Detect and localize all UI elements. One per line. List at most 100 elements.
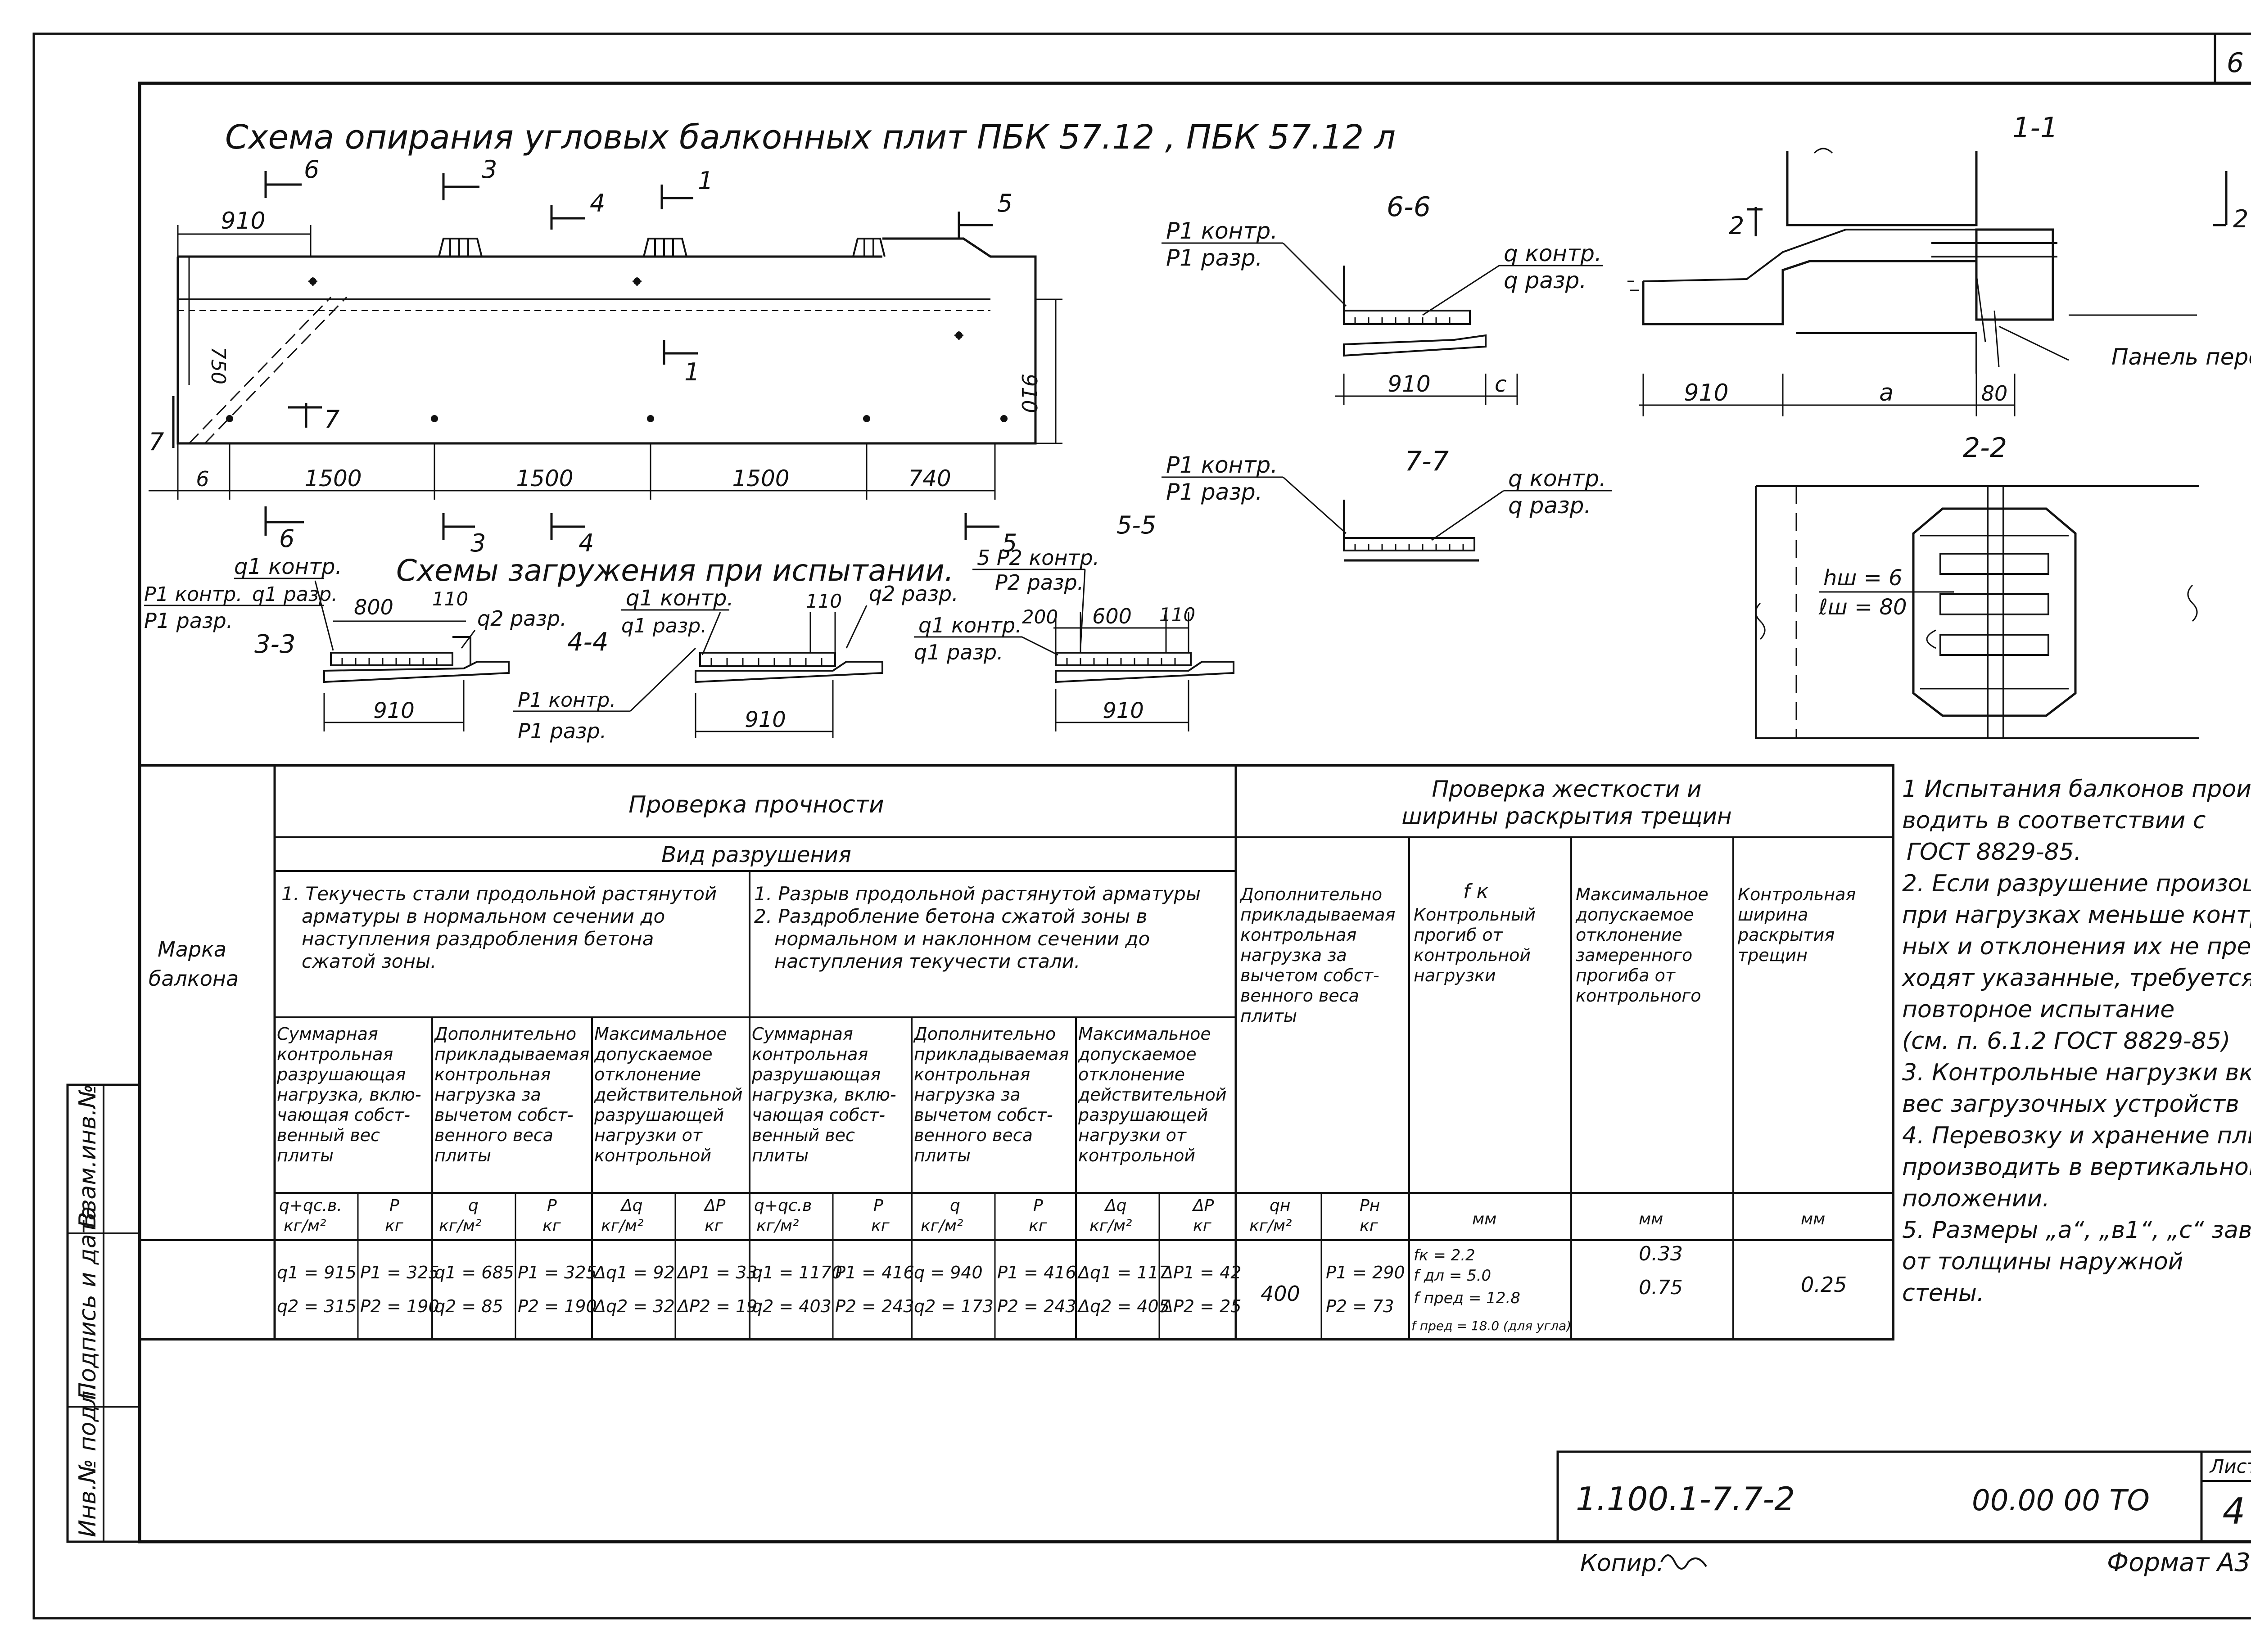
svg-text:4. Перевозку и хранение плит: 4. Перевозку и хранение плит xyxy=(1902,1122,2251,1149)
svg-text:(см. п. 6.1.2 ГОСТ 8829-85): (см. п. 6.1.2 ГОСТ 8829-85) xyxy=(1902,1028,2230,1055)
col-marka-1: Марка xyxy=(158,937,226,961)
svg-text:Дополнительно: Дополнительно xyxy=(913,1024,1056,1044)
mark-4a: 4 xyxy=(590,189,605,217)
svg-text:разрушающая: разрушающая xyxy=(751,1065,881,1084)
svg-text:кг: кг xyxy=(385,1217,404,1235)
svg-text:5 Р2 контр.: 5 Р2 контр. xyxy=(977,546,1099,570)
col-marka-2: балкона xyxy=(149,966,239,991)
svg-text:Р1 контр.: Р1 контр. xyxy=(1166,218,1278,244)
svg-text:нагрузка за: нагрузка за xyxy=(914,1085,1021,1105)
svg-text:кг/м²: кг/м² xyxy=(439,1217,481,1235)
mark-1a: 1 xyxy=(698,167,713,195)
svg-text:hш = 6: hш = 6 xyxy=(1823,565,1903,591)
svg-text:прикладываемая: прикладываемая xyxy=(914,1044,1069,1064)
svg-text:производить в вертикальном: производить в вертикальном xyxy=(1902,1154,2251,1181)
svg-text:положении.: положении. xyxy=(1902,1185,2050,1212)
outer-frame xyxy=(32,32,2251,1620)
svg-text:1-1: 1-1 xyxy=(2012,111,2058,144)
svg-text:q1 = 1170: q1 = 1170 xyxy=(752,1263,842,1282)
svg-text:трещин: трещин xyxy=(1738,945,1808,965)
section-3-3: q1 контр. Р1 контр. q1 разр. Р1 разр. 3-… xyxy=(144,554,567,731)
svg-text:ΔP: ΔP xyxy=(703,1196,726,1215)
svg-text:q1 контр.: q1 контр. xyxy=(626,586,734,611)
svg-text:Р1 разр.: Р1 разр. xyxy=(144,609,233,633)
svg-text:f к: f к xyxy=(1463,880,1488,903)
svg-text:разрушающая: разрушающая xyxy=(276,1065,406,1084)
svg-text:fк = 2.2: fк = 2.2 xyxy=(1414,1246,1475,1264)
mark-3b: 3 xyxy=(470,529,486,557)
svg-text:1. Текучесть стали продольной: 1. Текучесть стали продольной растянутой xyxy=(281,883,717,905)
section-5-5: 5-5 5 Р2 контр. Р2 разр. q1 контр. q1 ра… xyxy=(914,511,1234,731)
svg-text:Р1 разр.: Р1 разр. xyxy=(1166,479,1262,505)
plan-dim-b0: 6 xyxy=(196,467,209,491)
svg-text:2: 2 xyxy=(2233,205,2248,233)
svg-text:вычетом собст-: вычетом собст- xyxy=(434,1105,574,1125)
plan-dim-left: 750 xyxy=(207,347,230,384)
svg-text:P: P xyxy=(547,1196,557,1215)
svg-text:P1 = 325: P1 = 325 xyxy=(360,1263,439,1282)
svg-text:qн: qн xyxy=(1270,1196,1290,1215)
section-1-1: 1-1 Панель перекрытия 910 а 80 2 2 xyxy=(1627,111,2251,416)
hdr-strength: Проверка прочности xyxy=(628,791,884,818)
case2-text: 1. Разрыв продольной растянутой арматуры… xyxy=(754,883,1201,972)
svg-text:нагрузки: нагрузки xyxy=(1414,966,1496,985)
svg-text:110: 110 xyxy=(806,590,842,612)
copied-by: Копир. xyxy=(1580,1550,1664,1577)
svg-text:действительной: действительной xyxy=(1078,1085,1226,1105)
svg-text:контрольная: контрольная xyxy=(277,1044,393,1064)
svg-text:ширина: ширина xyxy=(1738,905,1808,925)
svg-text:контрольная: контрольная xyxy=(434,1065,551,1084)
svg-text:600: 600 xyxy=(1092,604,1132,628)
svg-text:разрушающей: разрушающей xyxy=(1078,1105,1208,1125)
sheet-label: Лист xyxy=(2209,1455,2251,1477)
svg-text:Дополнительно: Дополнительно xyxy=(434,1024,576,1044)
svg-text:мм: мм xyxy=(1639,1210,1663,1228)
svg-text:контрольная: контрольная xyxy=(1240,925,1356,945)
svg-text:3-3: 3-3 xyxy=(254,630,295,659)
svg-text:кг/м²: кг/м² xyxy=(756,1217,799,1235)
svg-text:q2 = 403: q2 = 403 xyxy=(752,1296,832,1316)
svg-text:сжатой зоны.: сжатой зоны. xyxy=(302,950,436,972)
svg-text:q+qс.в.: q+qс.в. xyxy=(279,1196,342,1215)
svg-text:800: 800 xyxy=(354,595,393,619)
svg-text:кг: кг xyxy=(871,1217,890,1235)
svg-text:вычетом собст-: вычетом собст- xyxy=(1240,966,1379,985)
svg-text:при нагрузках меньше контроль-: при нагрузках меньше контроль- xyxy=(1902,902,2251,929)
svg-text:арматуры в нормальном сечении: арматуры в нормальном сечении до xyxy=(302,905,665,927)
doc-suffix: 00.00 00 ТО xyxy=(1972,1484,2150,1517)
svg-text:P: P xyxy=(389,1196,399,1215)
svg-text:кг/м²: кг/м² xyxy=(284,1217,326,1235)
svg-text:ходят указанные, требуется: ходят указанные, требуется xyxy=(1901,965,2251,992)
svg-text:q1 разр.: q1 разр. xyxy=(621,614,707,637)
side-stamp: Инв.№ подл. Подпись и дата Взам.инв.№ xyxy=(66,1083,141,1543)
svg-text:нормальном и наклонном сечении: нормальном и наклонном сечении до xyxy=(774,928,1150,950)
svg-text:Δq1 = 92: Δq1 = 92 xyxy=(593,1263,675,1282)
svg-text:f пред = 18.0 (для угла): f пред = 18.0 (для угла) xyxy=(1411,1318,1571,1333)
svg-text:2: 2 xyxy=(1729,212,1744,240)
svg-text:а: а xyxy=(1879,379,1894,406)
svg-text:кг/м²: кг/м² xyxy=(921,1217,963,1235)
svg-text:0.33: 0.33 xyxy=(1639,1242,1683,1265)
notes: 1 Испытания балконов произ- водить в соо… xyxy=(1901,776,2251,1307)
svg-text:q разр.: q разр. xyxy=(1504,267,1587,293)
section-4-4: q1 контр. 4-4 q1 разр. 110 q2 разр. Р1 к… xyxy=(513,582,958,743)
svg-text:мм: мм xyxy=(1472,1210,1496,1228)
svg-text:контрольной: контрольной xyxy=(1078,1146,1195,1165)
svg-text:q1 разр.: q1 разр. xyxy=(914,640,1003,664)
loading-title: Схемы загружения при испытании. xyxy=(396,553,954,588)
svg-text:раскрытия: раскрытия xyxy=(1737,925,1835,945)
mark-4b: 4 xyxy=(579,529,594,557)
plan-dim-top: 910 xyxy=(221,208,265,235)
svg-text:чающая собст-: чающая собст- xyxy=(752,1105,885,1125)
svg-text:Pн: Pн xyxy=(1360,1196,1380,1215)
svg-text:вес загрузочных устройств: вес загрузочных устройств xyxy=(1902,1091,2239,1118)
plan-dim-b3: 1500 xyxy=(732,465,789,492)
svg-text:910: 910 xyxy=(1103,698,1144,723)
svg-text:наступления текучести стали.: наступления текучести стали. xyxy=(774,950,1080,972)
section-2-2: 2-2 hш = 6 ℓш = 80 xyxy=(1755,432,2199,739)
svg-text:допускаемое: допускаемое xyxy=(1575,905,1694,925)
stamp-podpis: Подпись и дата xyxy=(74,1206,101,1400)
svg-text:910: 910 xyxy=(1388,371,1430,397)
